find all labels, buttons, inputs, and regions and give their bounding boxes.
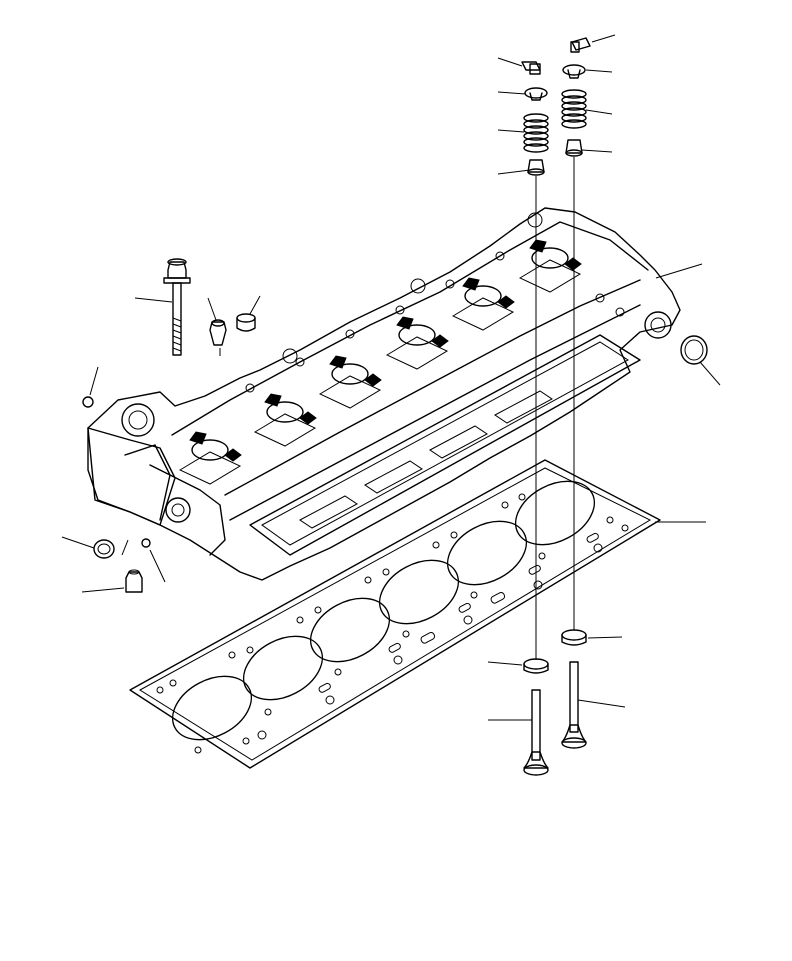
exhaust-valve xyxy=(561,661,587,749)
washer xyxy=(82,396,94,408)
head-gasket xyxy=(129,459,661,769)
valve-spring xyxy=(523,89,587,153)
head-bolt xyxy=(163,258,191,356)
plug xyxy=(93,538,151,593)
valve-seat-insert xyxy=(523,629,587,674)
expansion-plug xyxy=(680,335,708,365)
valve-stem-seal xyxy=(527,139,583,176)
cylinder-head xyxy=(87,207,681,581)
dowel-sleeve xyxy=(236,313,256,332)
nut xyxy=(209,319,227,346)
valve-cotter xyxy=(521,37,591,75)
spring-retainer xyxy=(524,64,586,101)
leader-lines xyxy=(61,34,721,721)
intake-valve xyxy=(523,689,549,776)
